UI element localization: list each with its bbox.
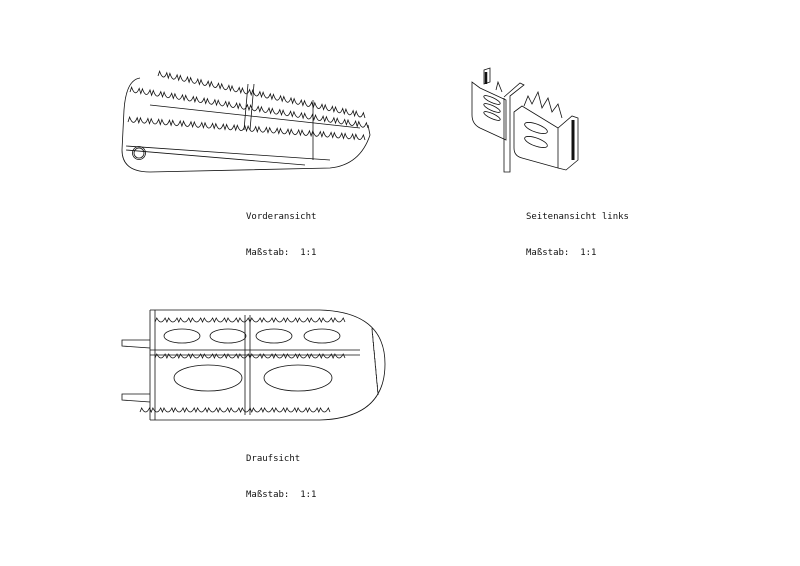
top-teeth-row-middle <box>154 353 346 359</box>
front-teeth-row-3 <box>127 115 366 141</box>
top-view-title: Draufsicht <box>246 454 301 464</box>
front-body-outline <box>121 77 371 173</box>
top-view-caption: Draufsicht Maßstab: 1:1 <box>246 429 316 525</box>
hole <box>163 328 201 344</box>
front-inner-edge <box>149 104 361 129</box>
front-view-drawing <box>121 77 371 173</box>
front-bottom-plate <box>125 149 306 166</box>
left-plate <box>471 81 507 141</box>
pivot-hole <box>132 146 146 160</box>
top-view-drawing <box>121 309 386 421</box>
top-teeth-row-end <box>371 328 379 396</box>
top-teeth-row-upper <box>154 317 346 323</box>
side-view-scale: Maßstab: 1:1 <box>526 248 597 258</box>
side-view-title: Seitenansicht links <box>526 212 629 222</box>
right-plate <box>513 105 559 169</box>
front-view-title: Vorderansicht <box>246 212 317 222</box>
front-teeth-row-1 <box>157 70 366 119</box>
center-post <box>503 82 525 173</box>
top-view-scale: Maßstab: 1:1 <box>246 490 317 500</box>
front-teeth-row-2 <box>129 85 369 129</box>
front-view-caption: Vorderansicht Maßstab: 1:1 <box>246 187 316 283</box>
top-teeth-row-lower <box>139 407 331 414</box>
teeth-rows <box>127 70 379 414</box>
mount-tab <box>121 339 151 403</box>
front-view-scale: Maßstab: 1:1 <box>246 248 317 258</box>
side-view-caption: Seitenansicht links Maßstab: 1:1 <box>526 187 629 283</box>
front-lower-edge <box>125 145 331 161</box>
side-view-drawing <box>471 67 579 173</box>
top-outline <box>150 309 386 421</box>
